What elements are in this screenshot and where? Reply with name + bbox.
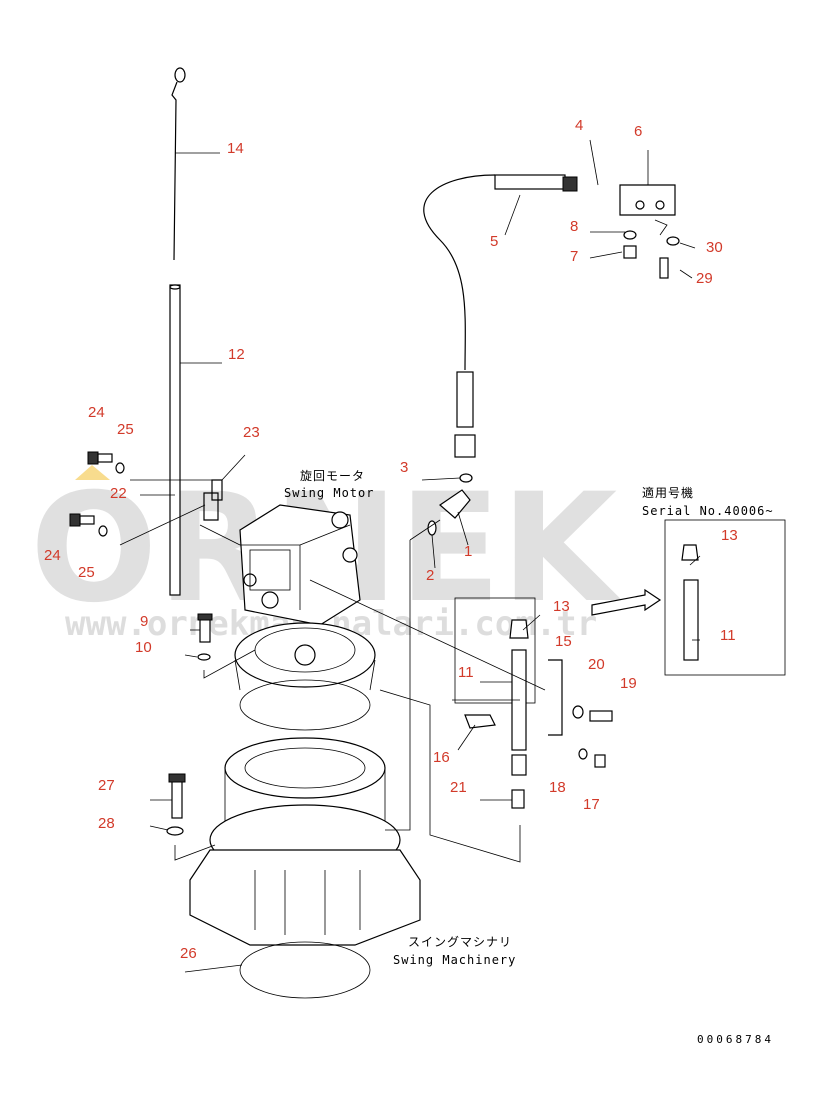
callout-4: 4 bbox=[575, 117, 583, 134]
callout-26: 26 bbox=[180, 945, 197, 962]
swing-machinery-caption-jp: スイングマシナリ bbox=[408, 935, 512, 949]
callout-11-a: 11 bbox=[458, 664, 474, 681]
leader-lines bbox=[149, 152, 701, 973]
captions: 旋回モータ Swing Motor スイングマシナリ Swing Machine… bbox=[284, 469, 774, 967]
callout-29: 29 bbox=[696, 270, 713, 287]
callout-1: 1 bbox=[464, 543, 472, 560]
serial-inset bbox=[591, 519, 786, 676]
callout-28: 28 bbox=[98, 815, 115, 832]
swing-machinery-caption-en: Swing Machinery bbox=[393, 953, 516, 967]
callout-30: 30 bbox=[706, 239, 723, 256]
callout-7: 7 bbox=[570, 248, 578, 265]
callout-25-a: 25 bbox=[117, 421, 134, 438]
motor-flange bbox=[234, 622, 376, 731]
callout-20: 20 bbox=[588, 656, 605, 673]
swing-machinery bbox=[189, 737, 421, 999]
elbow-fittings bbox=[427, 473, 473, 536]
swing-motor-caption-jp: 旋回モータ bbox=[300, 469, 365, 483]
callout-6: 6 bbox=[634, 123, 642, 140]
callout-16: 16 bbox=[433, 749, 450, 766]
callout-23: 23 bbox=[243, 424, 260, 441]
callout-12: 12 bbox=[228, 346, 245, 363]
callout-13-a: 13 bbox=[553, 598, 570, 615]
callout-3: 3 bbox=[400, 459, 408, 476]
callout-21: 21 bbox=[450, 779, 467, 796]
callout-22: 22 bbox=[110, 485, 127, 502]
callout-25-b: 25 bbox=[78, 564, 95, 581]
callout-24-a: 24 bbox=[88, 404, 105, 421]
serial-caption-jp: 適用号機 bbox=[642, 485, 694, 500]
callout-2: 2 bbox=[426, 567, 434, 584]
valve bbox=[589, 139, 680, 279]
swing-motor bbox=[239, 504, 361, 626]
document-number: 00068784 bbox=[697, 1033, 774, 1046]
dipstick bbox=[171, 67, 186, 261]
callout-9: 9 bbox=[140, 613, 148, 630]
callout-14: 14 bbox=[227, 140, 244, 157]
serial-caption-en: Serial No.40006~ bbox=[642, 504, 774, 518]
callout-27: 27 bbox=[98, 777, 115, 794]
small-fasteners bbox=[572, 705, 613, 768]
callout-8: 8 bbox=[570, 218, 578, 235]
callout-15: 15 bbox=[555, 633, 572, 650]
guide-lines bbox=[199, 519, 546, 863]
hose bbox=[423, 174, 578, 458]
bracket bbox=[119, 479, 223, 546]
bolt-9 bbox=[197, 613, 256, 679]
callout-19: 19 bbox=[620, 675, 637, 692]
swing-motor-caption-en: Swing Motor bbox=[284, 486, 374, 500]
bolts-upper bbox=[69, 451, 125, 537]
callout-24-b: 24 bbox=[44, 547, 61, 564]
callout-17: 17 bbox=[583, 796, 600, 813]
dipstick-tube bbox=[169, 284, 181, 596]
bolt-27 bbox=[166, 773, 216, 861]
callout-18: 18 bbox=[549, 779, 566, 796]
callout-13-b: 13 bbox=[721, 527, 738, 544]
callout-11-b: 11 bbox=[720, 627, 736, 644]
callouts: 1 2 3 4 5 6 7 8 9 10 11 11 12 13 13 14 1… bbox=[44, 117, 738, 962]
watermark-logo-triangle bbox=[75, 465, 110, 480]
callout-5: 5 bbox=[490, 233, 498, 250]
callout-10: 10 bbox=[135, 639, 152, 656]
